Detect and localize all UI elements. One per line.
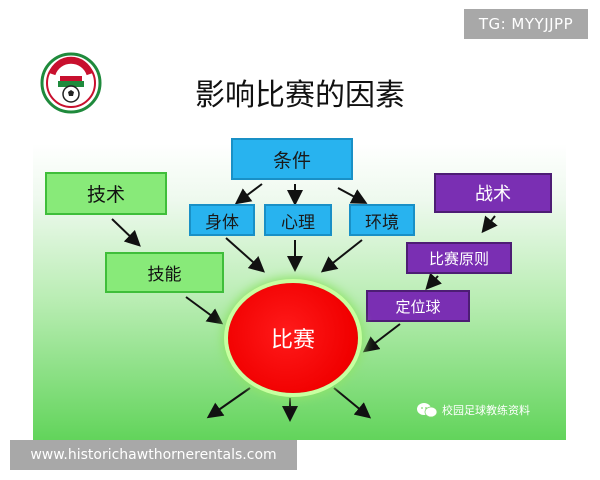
watermark-top: TG: MYYJJPP bbox=[464, 9, 588, 39]
wechat-icon bbox=[417, 403, 438, 418]
node-body-label: 身体 bbox=[205, 212, 239, 233]
node-set-piece-label: 定位球 bbox=[395, 297, 441, 316]
diagram-title: 影响比赛的因素 bbox=[195, 78, 405, 113]
watermark-bottom: www.historichawthornerentals.com bbox=[10, 440, 297, 470]
node-tactics: 战术 bbox=[434, 173, 552, 213]
node-technique: 技术 bbox=[45, 172, 167, 215]
arrow-setpiece-match bbox=[362, 323, 401, 353]
source-credit: 校园足球教练资料 bbox=[416, 402, 530, 418]
football-association-logo bbox=[40, 52, 102, 114]
arrow-tactics-principles bbox=[481, 215, 498, 234]
source-text: 校园足球教练资料 bbox=[442, 404, 530, 417]
node-environment-label: 环境 bbox=[365, 212, 399, 233]
node-tactics-label: 战术 bbox=[475, 184, 511, 205]
node-set-piece: 定位球 bbox=[366, 290, 470, 322]
node-conditions-label: 条件 bbox=[272, 149, 311, 172]
node-skill: 技能 bbox=[105, 252, 224, 293]
arrow-body-match bbox=[225, 237, 265, 273]
node-skill-label: 技能 bbox=[147, 265, 182, 285]
node-match-label: 比赛 bbox=[270, 328, 315, 353]
arrow-skill-match bbox=[185, 296, 224, 325]
node-principles-label: 比赛原则 bbox=[428, 249, 489, 268]
node-body: 身体 bbox=[189, 204, 255, 236]
arrow-principles-setpiece bbox=[425, 272, 442, 290]
arrow-environment-match bbox=[320, 239, 363, 273]
arrow-conditions-body bbox=[234, 183, 263, 205]
node-principles: 比赛原则 bbox=[406, 242, 512, 274]
node-conditions: 条件 bbox=[231, 138, 353, 180]
node-environment: 环境 bbox=[349, 204, 415, 236]
node-match: 比赛 bbox=[228, 283, 358, 393]
node-technique-label: 技术 bbox=[86, 184, 125, 206]
arrow-match-out-right bbox=[333, 387, 372, 419]
arrow-conditions-environment bbox=[337, 187, 368, 204]
arrow-match-out-left bbox=[206, 387, 251, 419]
node-mind-label: 心理 bbox=[281, 212, 315, 233]
node-mind: 心理 bbox=[264, 204, 332, 236]
arrow-technique-skill bbox=[111, 218, 141, 247]
